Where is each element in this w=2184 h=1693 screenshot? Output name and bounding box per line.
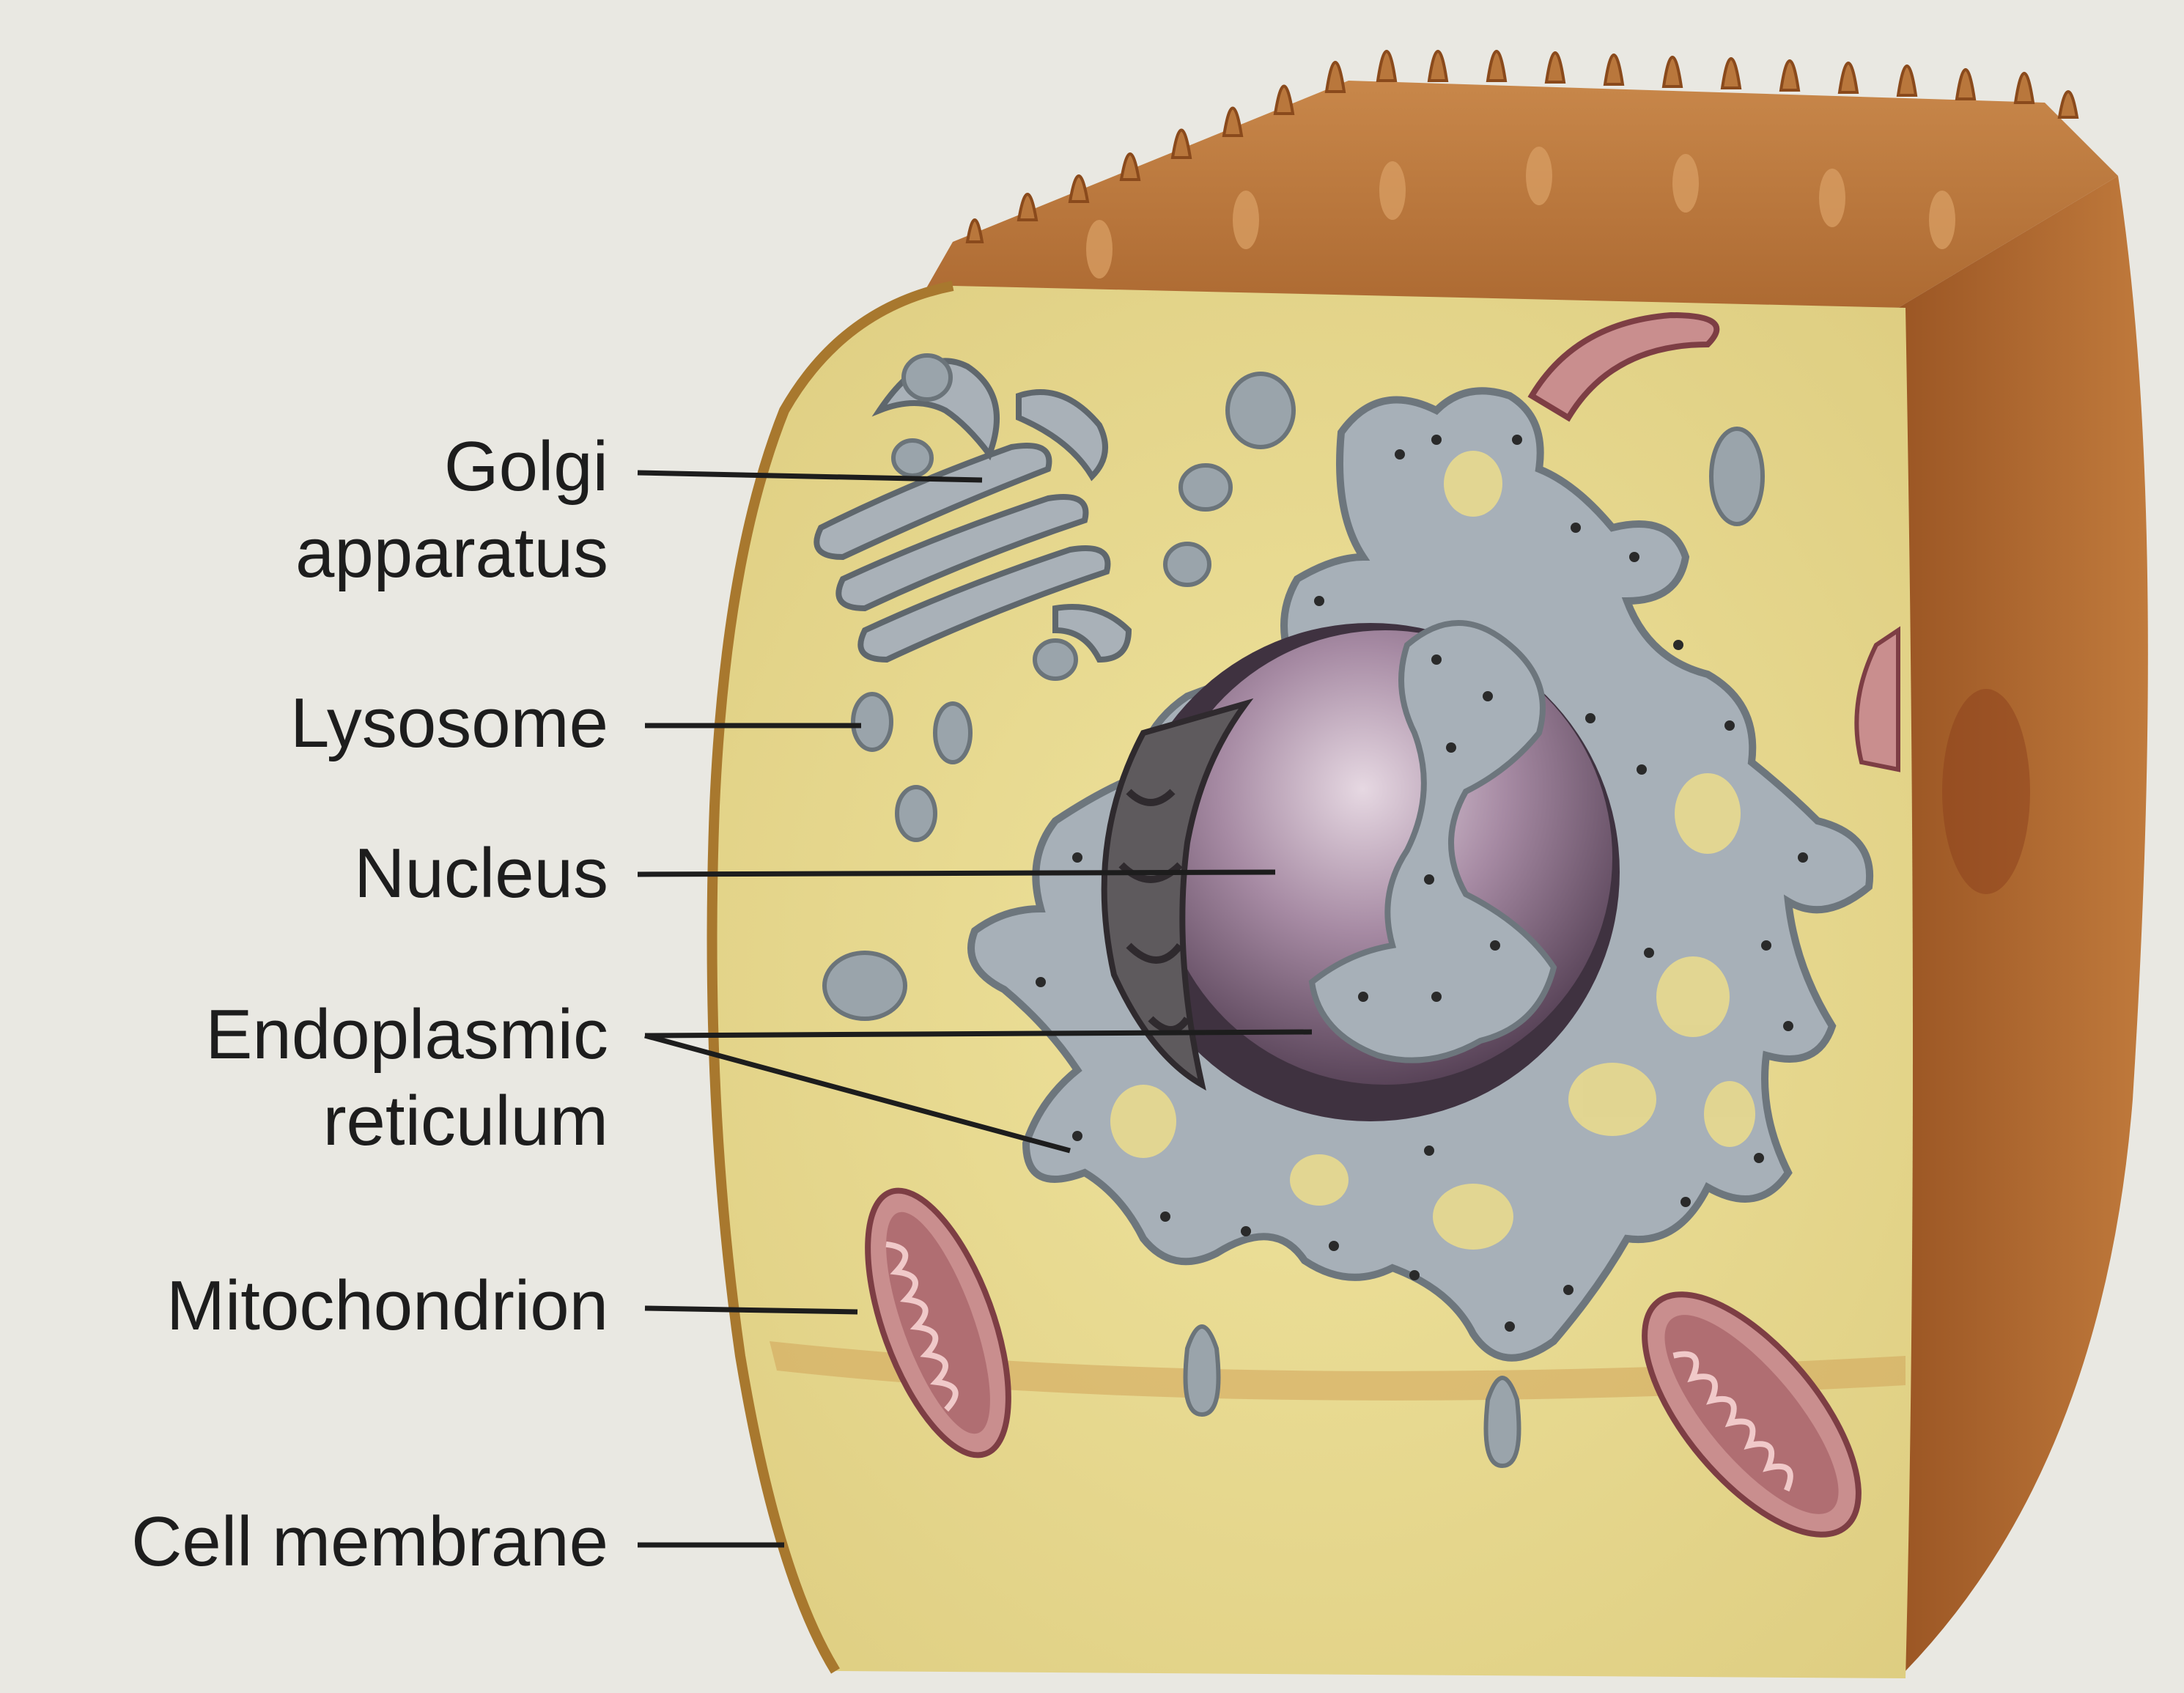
nucleus-text: Nucleus [354, 830, 608, 917]
mitochondrion-text: Mitochondrion [166, 1263, 608, 1349]
golgi-line-1: Golgi [295, 424, 608, 510]
cell-side-surface [1898, 176, 2148, 1671]
label-mitochondrion: Mitochondrion [166, 1263, 608, 1349]
er-line-2: reticulum [205, 1078, 608, 1165]
label-cell-membrane: Cell membrane [131, 1499, 608, 1585]
label-golgi-apparatus: Golgi apparatus [295, 424, 608, 597]
cell-membrane-text: Cell membrane [131, 1499, 608, 1585]
nucleus-leader [638, 872, 1275, 874]
cell-top-surface [923, 51, 2118, 308]
er-line-1: Endoplasmic [205, 992, 608, 1078]
lysosome-text: Lysosome [290, 680, 608, 767]
label-lysosome: Lysosome [290, 680, 608, 767]
er-leader-upper [645, 1032, 1312, 1036]
label-endoplasmic-reticulum: Endoplasmic reticulum [205, 992, 608, 1165]
label-nucleus: Nucleus [354, 830, 608, 917]
mitochondrion-leader [645, 1308, 857, 1312]
golgi-line-2: apparatus [295, 510, 608, 597]
